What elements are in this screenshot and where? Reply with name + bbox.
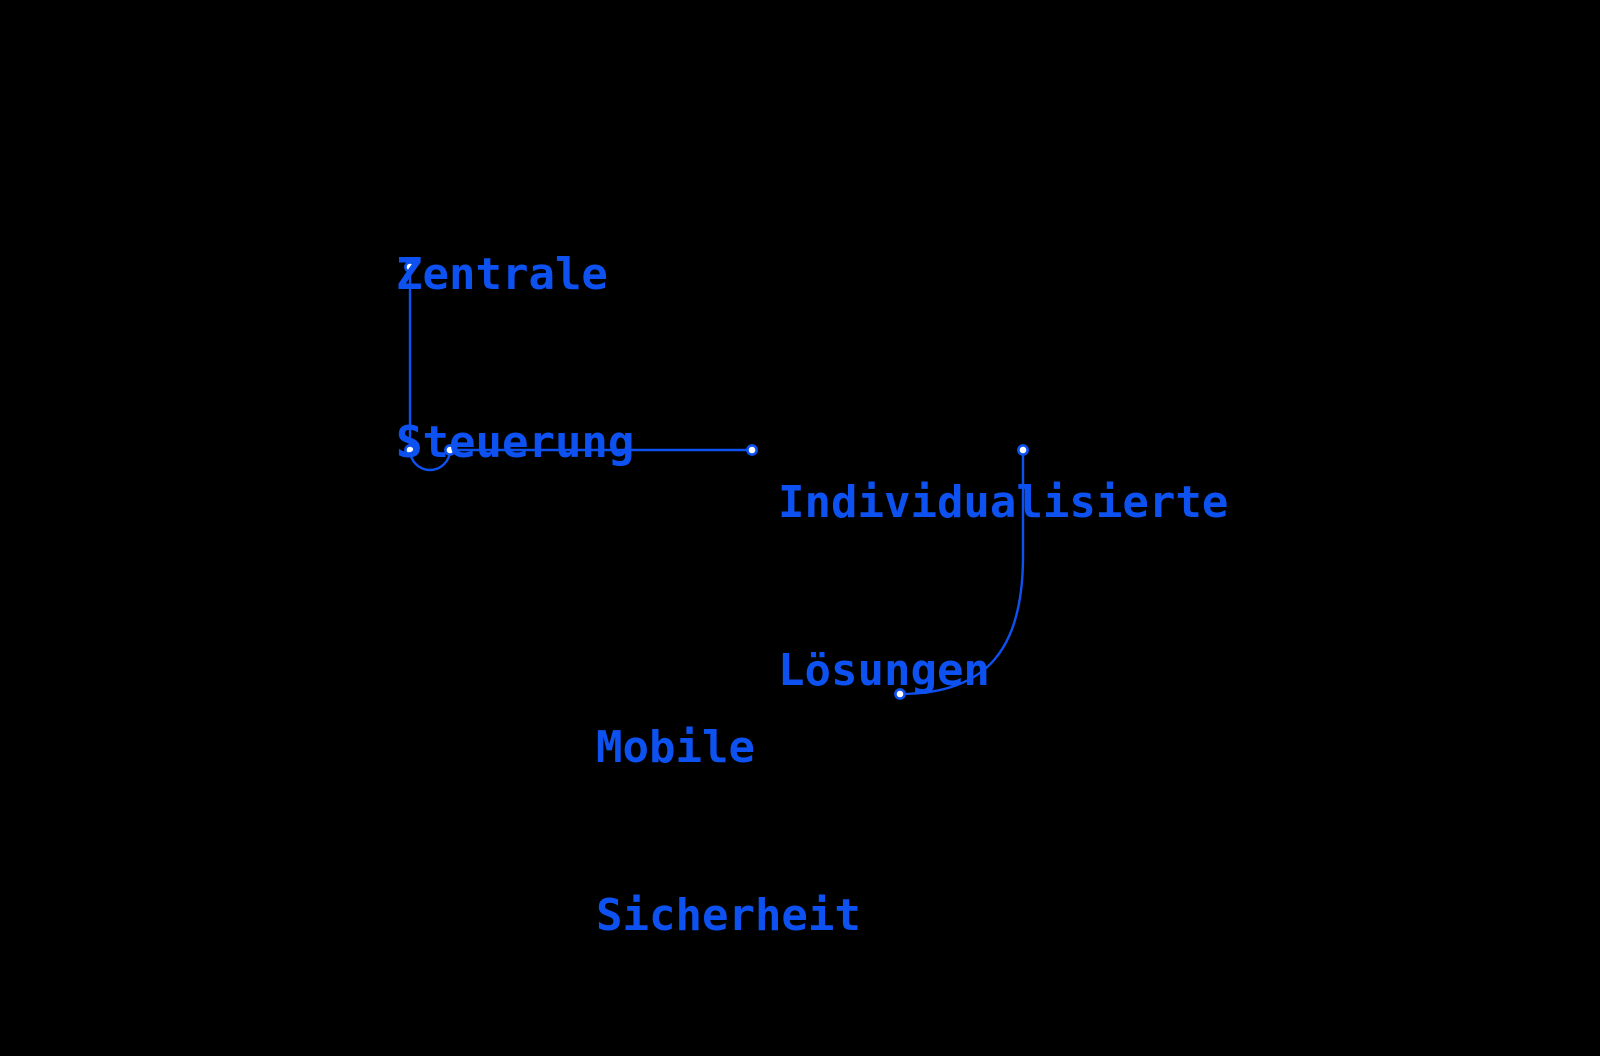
connector-dot-zentrale-top	[404, 261, 416, 273]
node-label-line: Mobile	[596, 722, 755, 773]
diagram-canvas: Zentrale Steuerung Individualisierte Lös…	[396, 135, 1229, 941]
connector-dot-loesungen-right	[1017, 444, 1029, 456]
connector-dot-loesungen-left	[746, 444, 758, 456]
connector-layer	[404, 261, 1029, 700]
connector-dot-sicherheit	[894, 688, 906, 700]
node-label-mobile-sicherheit: Mobile Sicherheit	[596, 608, 861, 1056]
connector-dot-curve-right	[444, 444, 456, 456]
node-label-line: Zentrale	[396, 249, 608, 300]
connector-path-loesungen-to-sicherheit	[898, 448, 1025, 696]
node-label-zentrale-steuerung: Zentrale Steuerung	[396, 135, 634, 583]
node-label-line: Steuerung	[396, 417, 635, 468]
node-label-line: Individualisierte	[778, 477, 1229, 528]
node-label-line: Lösungen	[778, 645, 990, 696]
node-label-line: Sicherheit	[596, 890, 861, 941]
node-label-individualisierte-loesungen: Individualisierte Lösungen	[778, 363, 1228, 811]
connector-path-u-curve	[408, 448, 452, 472]
connector-dot-zentrale-bottom	[404, 444, 416, 456]
connector-dot-group	[404, 261, 1029, 700]
